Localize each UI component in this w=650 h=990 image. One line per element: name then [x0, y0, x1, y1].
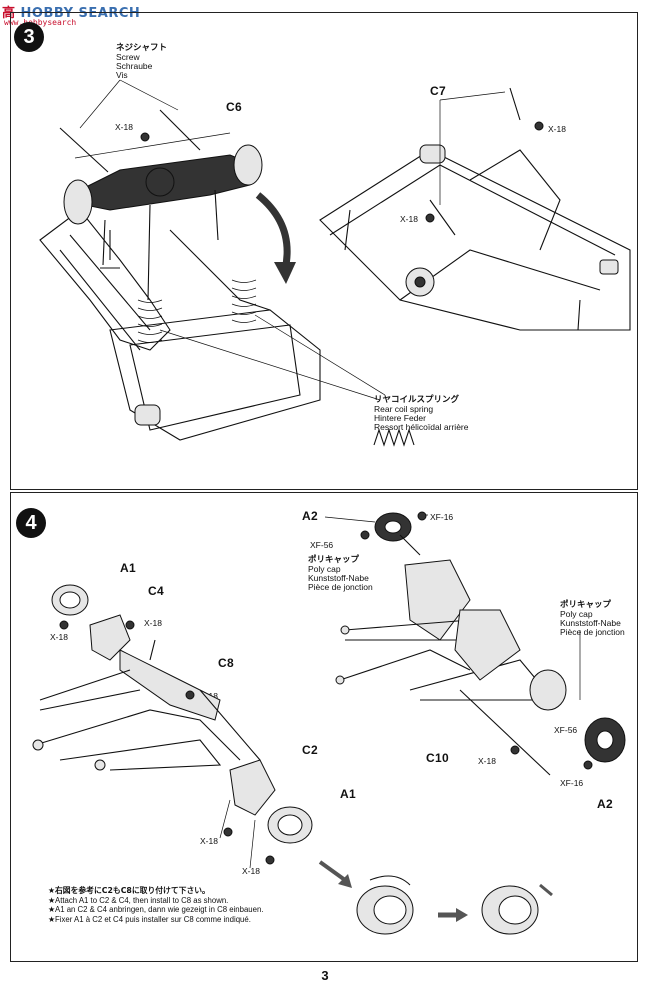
paint-dot-2: [534, 121, 544, 131]
inset-hub-after: [481, 883, 553, 935]
assembly-notes: ★右図を参考にC2もC8に取り付けて下さい。 ★Attach A1 to C2 …: [48, 886, 263, 925]
paint-x18-1: X-18: [50, 632, 68, 642]
paint-x18-5: X-18: [242, 866, 260, 876]
paint-dot-1: [140, 132, 150, 142]
paint-dot-7: [223, 827, 233, 837]
paint-x18-2: X-18: [144, 618, 162, 628]
left-chassis-frame: [39, 209, 321, 441]
note-de: ★A1 an C2 & C4 anbringen, dann wie gezei…: [48, 905, 264, 915]
paint-x18-6: X-18: [478, 756, 496, 766]
step3-panel: [10, 12, 638, 490]
spring-label-en: Rear coil spring: [374, 403, 434, 414]
paint-dot-3: [425, 213, 435, 223]
watermark-site: SEARCH: [78, 6, 141, 21]
polycap-label-right: ポリキャップ Poly cap Kunststoff-Nabe Pièce de…: [560, 601, 625, 637]
screw-label-jp: ネジシャフト: [116, 43, 168, 53]
paint-xf16-top: XF-16: [430, 512, 454, 522]
paint-dot-11: [417, 511, 427, 521]
part-c7: C7: [430, 84, 446, 98]
watermark-prefix: HOBBY: [20, 6, 74, 21]
step3-number: 3: [14, 22, 44, 52]
down-arrow: [318, 860, 347, 882]
right-front-suspension: [335, 559, 626, 776]
screw-label-fr: Vis: [116, 69, 128, 80]
spring-label-fr: Ressort hélicoïdal arrière: [374, 421, 469, 432]
part-c8: C8: [218, 656, 234, 670]
screw-label-en: Screw: [116, 51, 140, 62]
spring-label-jp: リヤコイルスプリング: [374, 395, 460, 405]
rotate-arrow: [255, 192, 291, 271]
screw-label: ネジシャフト Screw Schraube Vis: [116, 44, 167, 80]
step4-panel: [10, 492, 638, 962]
paint-xf16-bottom: XF-16: [560, 778, 584, 788]
rotate-arrow-head: [274, 262, 296, 284]
spring-label-de: Hintere Feder: [374, 412, 426, 423]
watermark-logo: 高 HOBBY SEARCH: [2, 6, 141, 21]
polycap2-en: Poly cap: [560, 608, 593, 619]
part-a2-bottom: A2: [597, 797, 613, 811]
rear-axle: [63, 144, 263, 225]
paint-x18-step3-left: X-18: [115, 122, 133, 132]
polycap2-jp: ポリキャップ: [560, 600, 612, 610]
paint-xf56-bottom: XF-56: [554, 725, 578, 735]
part-c10: C10: [426, 751, 449, 765]
shock-absorbers: [102, 189, 257, 343]
paint-xf56-top: XF-56: [310, 540, 334, 550]
part-c2: C2: [302, 743, 318, 757]
top-wheel-hub: [324, 512, 428, 556]
screw-label-de: Schraube: [116, 60, 153, 71]
rear-coil-spring-label: リヤコイルスプリング Rear coil spring Hintere Fede…: [374, 396, 468, 432]
note-en: ★Attach A1 to C2 & C4, then install to C…: [48, 895, 229, 905]
polycap-label-left: ポリキャップ Poly cap Kunststoff-Nabe Pièce de…: [308, 556, 373, 592]
paint-x18-step3-mid: X-18: [400, 214, 418, 224]
spring-icon: [373, 428, 415, 447]
paint-dot-8: [265, 855, 275, 865]
paint-dot-5: [125, 620, 135, 630]
screw-shafts: [59, 79, 231, 173]
paint-dot-6: [185, 690, 195, 700]
knuckle-assembly: [219, 759, 313, 869]
note-fr: ★Fixer A1 à C2 et C4 puis installer sur …: [48, 915, 251, 925]
note-jp: ★右図を参考にC2もC8に取り付けて下さい。: [48, 886, 210, 895]
paint-x18-4: X-18: [200, 836, 218, 846]
polycap1-jp: ポリキャップ: [308, 555, 360, 565]
part-a2-top: A2: [302, 509, 318, 523]
part-a1-top: A1: [120, 561, 136, 575]
page-number: 3: [321, 968, 329, 983]
paint-dot-12: [583, 760, 593, 770]
part-c4: C4: [148, 584, 164, 598]
polycap1-de: Kunststoff-Nabe: [308, 572, 369, 583]
polycap1-en: Poly cap: [308, 563, 341, 574]
paint-x18-step3-right: X-18: [548, 124, 566, 134]
paint-dot-4: [59, 620, 69, 630]
inset-hub-before: [356, 875, 414, 935]
polycap1-fr: Pièce de jonction: [308, 581, 373, 592]
polycap2-de: Kunststoff-Nabe: [560, 617, 621, 628]
part-c6: C6: [226, 100, 242, 114]
paint-dot-10: [360, 530, 370, 540]
watermark-url: www.hobbysearch: [4, 18, 77, 27]
part-a1-bottom: A1: [340, 787, 356, 801]
paint-dot-9: [510, 745, 520, 755]
polycap2-fr: Pièce de jonction: [560, 626, 625, 637]
left-front-suspension: [32, 584, 261, 771]
step4-number: 4: [16, 508, 46, 538]
